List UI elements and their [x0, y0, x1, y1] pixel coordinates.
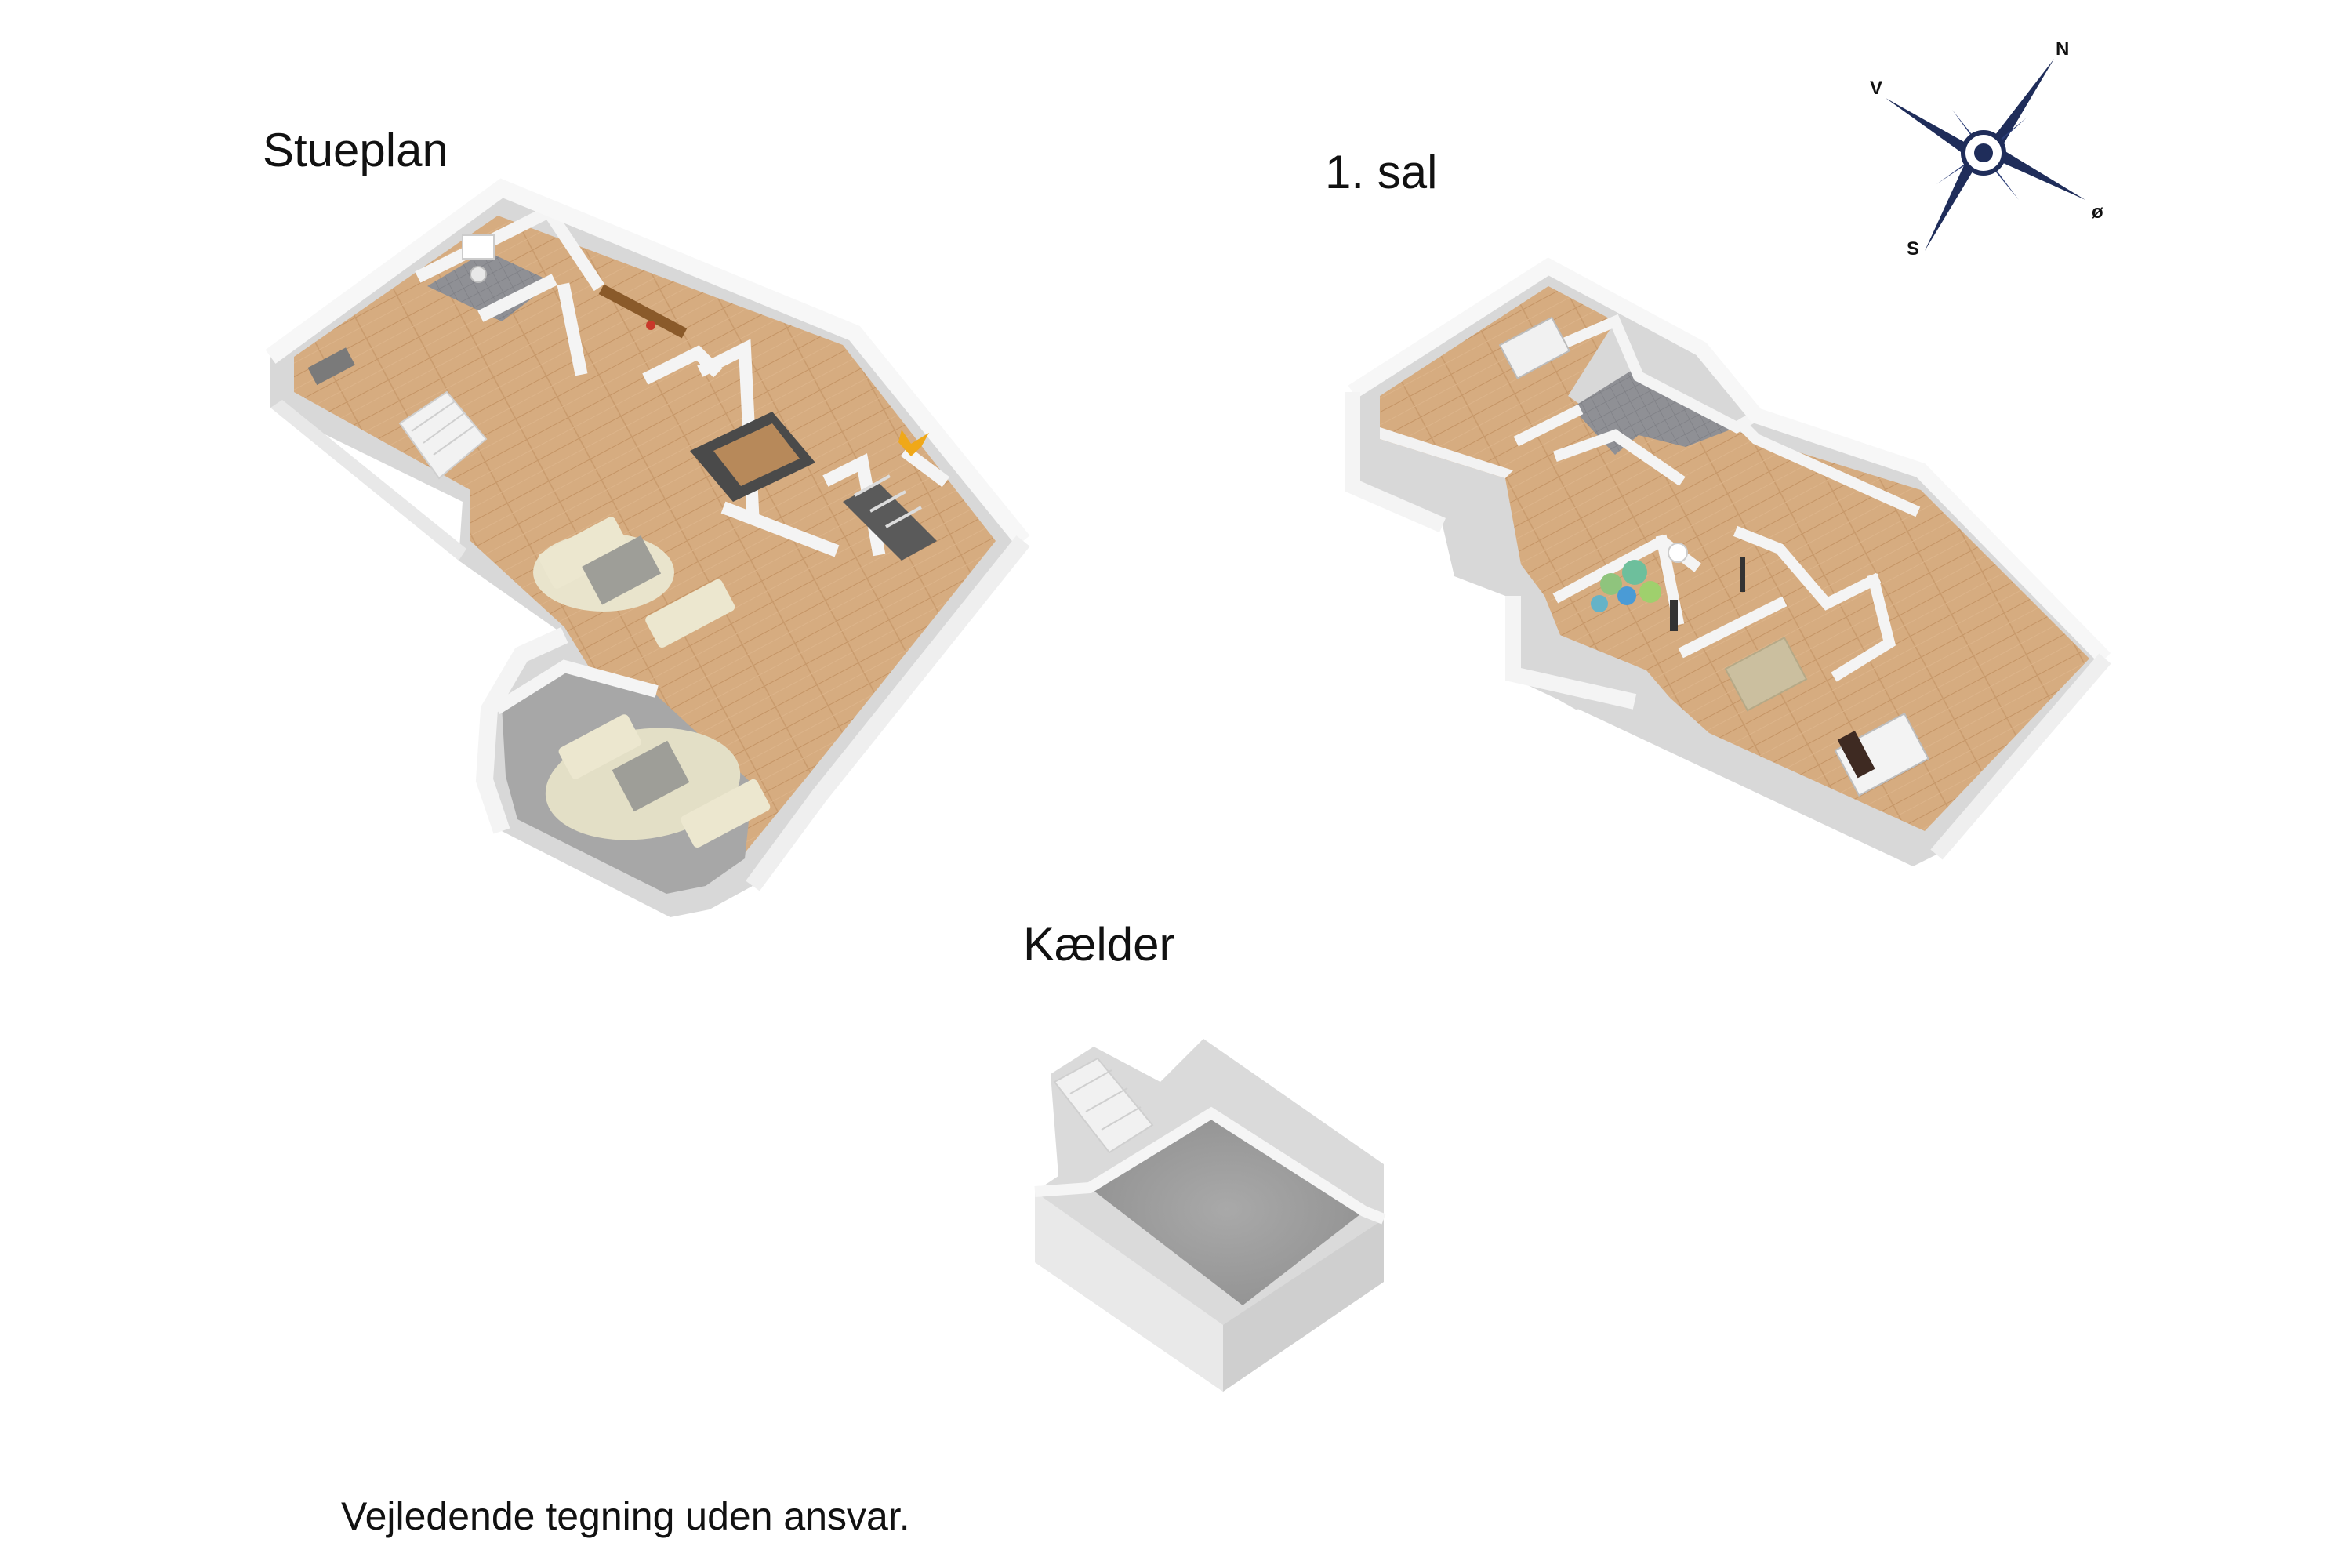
- entrance-stairs: [843, 474, 937, 561]
- ground-bathroom-floor: [427, 251, 553, 321]
- compass-south-letter: S: [1907, 238, 1919, 260]
- basement-plan: [1034, 1039, 1386, 1392]
- compass-north-letter: N: [2056, 38, 2069, 60]
- ground-staircase: [398, 390, 488, 480]
- kids-rug: [1591, 560, 1661, 612]
- first-floor-plan: [1345, 257, 2111, 866]
- dining-table: [690, 412, 815, 502]
- entrance-marker: [898, 430, 929, 456]
- sofa-set: [538, 517, 735, 648]
- compass-rose: [1886, 59, 2085, 251]
- first-floor-beds: [1498, 316, 1929, 797]
- first-floor-label: 1. sal: [1325, 146, 1438, 198]
- disclaimer-text: Vejledende tegning uden ansvar.: [341, 1494, 910, 1538]
- basement-floor: [1090, 1113, 1364, 1305]
- basement-label: Kælder: [1023, 918, 1175, 971]
- bay-sofa-set: [558, 714, 771, 848]
- compass-west-letter: V: [1870, 78, 1882, 99]
- ground-floor-plan: [265, 178, 1030, 917]
- basement-stairs: [1053, 1057, 1154, 1154]
- ground-floor-label: Stueplan: [263, 124, 448, 176]
- compass-east-letter: ø: [2092, 201, 2103, 223]
